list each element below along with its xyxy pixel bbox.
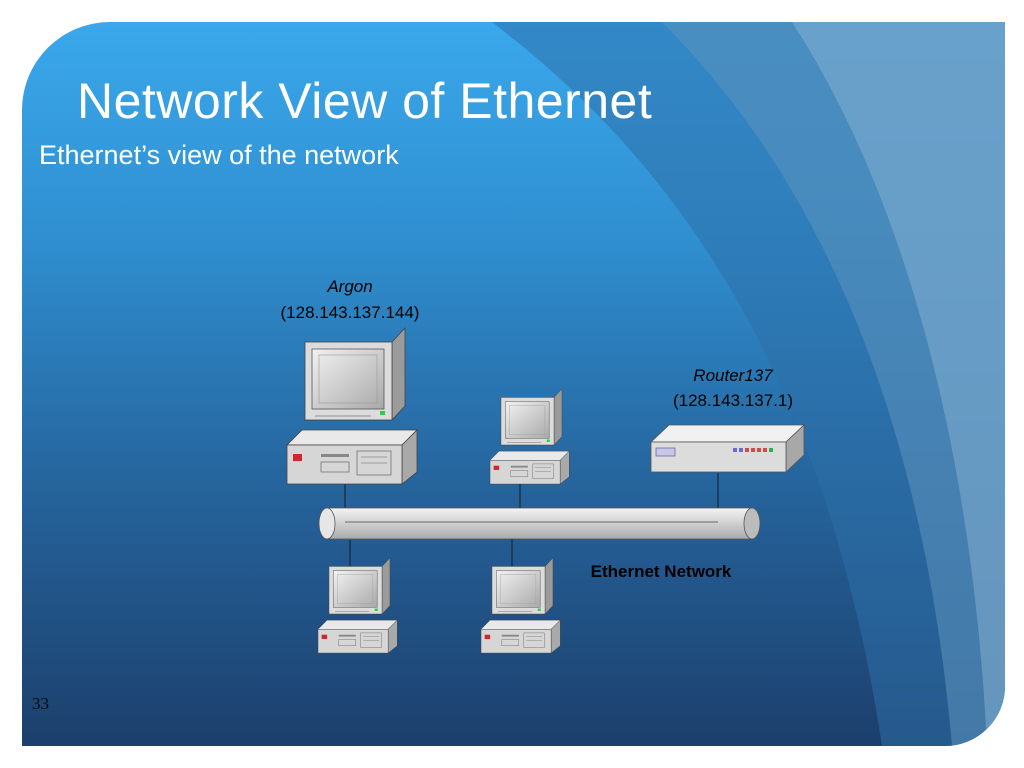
argon-computer-icon [286, 327, 418, 485]
bullet-text: Ethernet’s view of the network [39, 140, 399, 170]
router137-router-icon [650, 424, 805, 473]
slide-title: Network View of Ethernet [77, 73, 653, 129]
bullet-dot-icon [10, 150, 21, 161]
argon-ip-label: (128.143.137.144) [281, 303, 420, 322]
host-top-computer-icon [489, 388, 570, 485]
ethernet-network-label: Ethernet Network [591, 562, 732, 581]
page-number: 33 [32, 694, 49, 713]
host-bottom-right-computer-icon [480, 557, 561, 654]
host-bottom-left-computer-icon [317, 557, 398, 654]
bullet-item: Ethernet’s view of the network [10, 140, 399, 171]
router137-ip-label: (128.143.137.1) [673, 391, 793, 410]
router137-name-label: Router137 [693, 366, 773, 385]
argon-name-label: Argon [326, 277, 372, 296]
background-swoosh [492, 22, 1005, 746]
ethernet-cable [318, 507, 761, 540]
